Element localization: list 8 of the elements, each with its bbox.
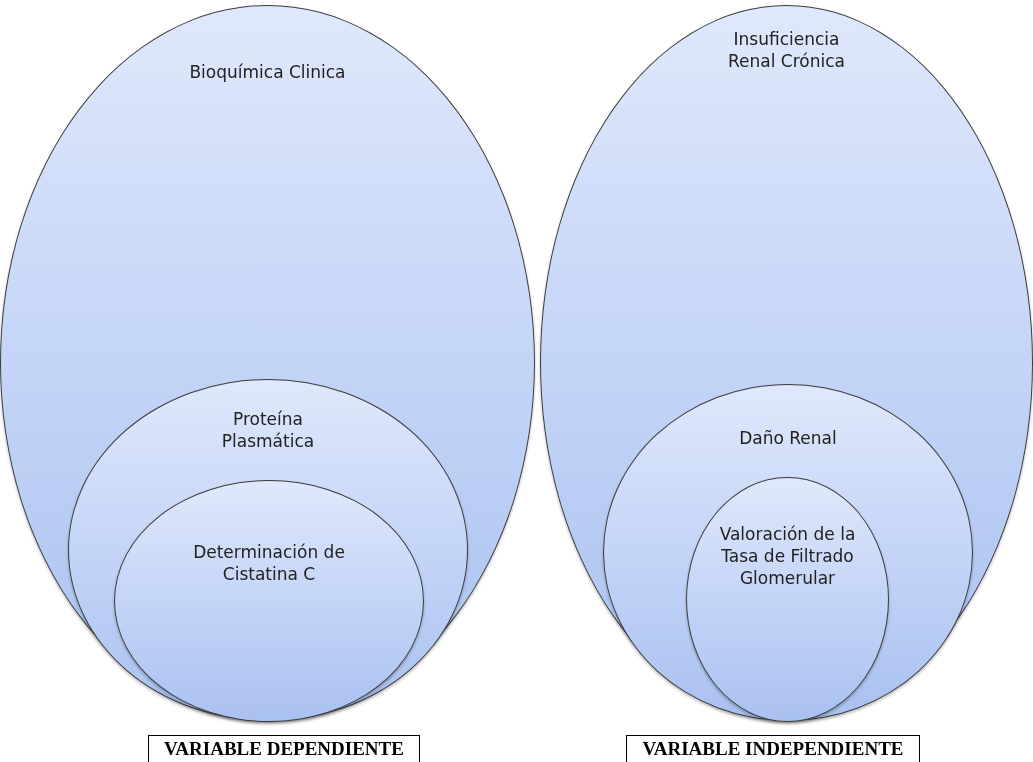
ellipse-label: Insuficiencia Renal Crónica — [727, 28, 846, 73]
variable-label-box: VARIABLE DEPENDIENTE — [148, 735, 420, 762]
variable-label-box: VARIABLE INDEPENDIENTE — [626, 735, 920, 762]
ellipse-label: Determinación de Cistatina C — [192, 541, 346, 586]
ellipse-label: Valoración de la Tasa de Filtrado Glomerular — [718, 523, 857, 590]
ellipse-label: Bioquímica Clinica — [188, 61, 347, 84]
ellipse-label: Proteína Plasmática — [220, 408, 316, 453]
ellipse-label: Daño Renal — [738, 427, 838, 450]
